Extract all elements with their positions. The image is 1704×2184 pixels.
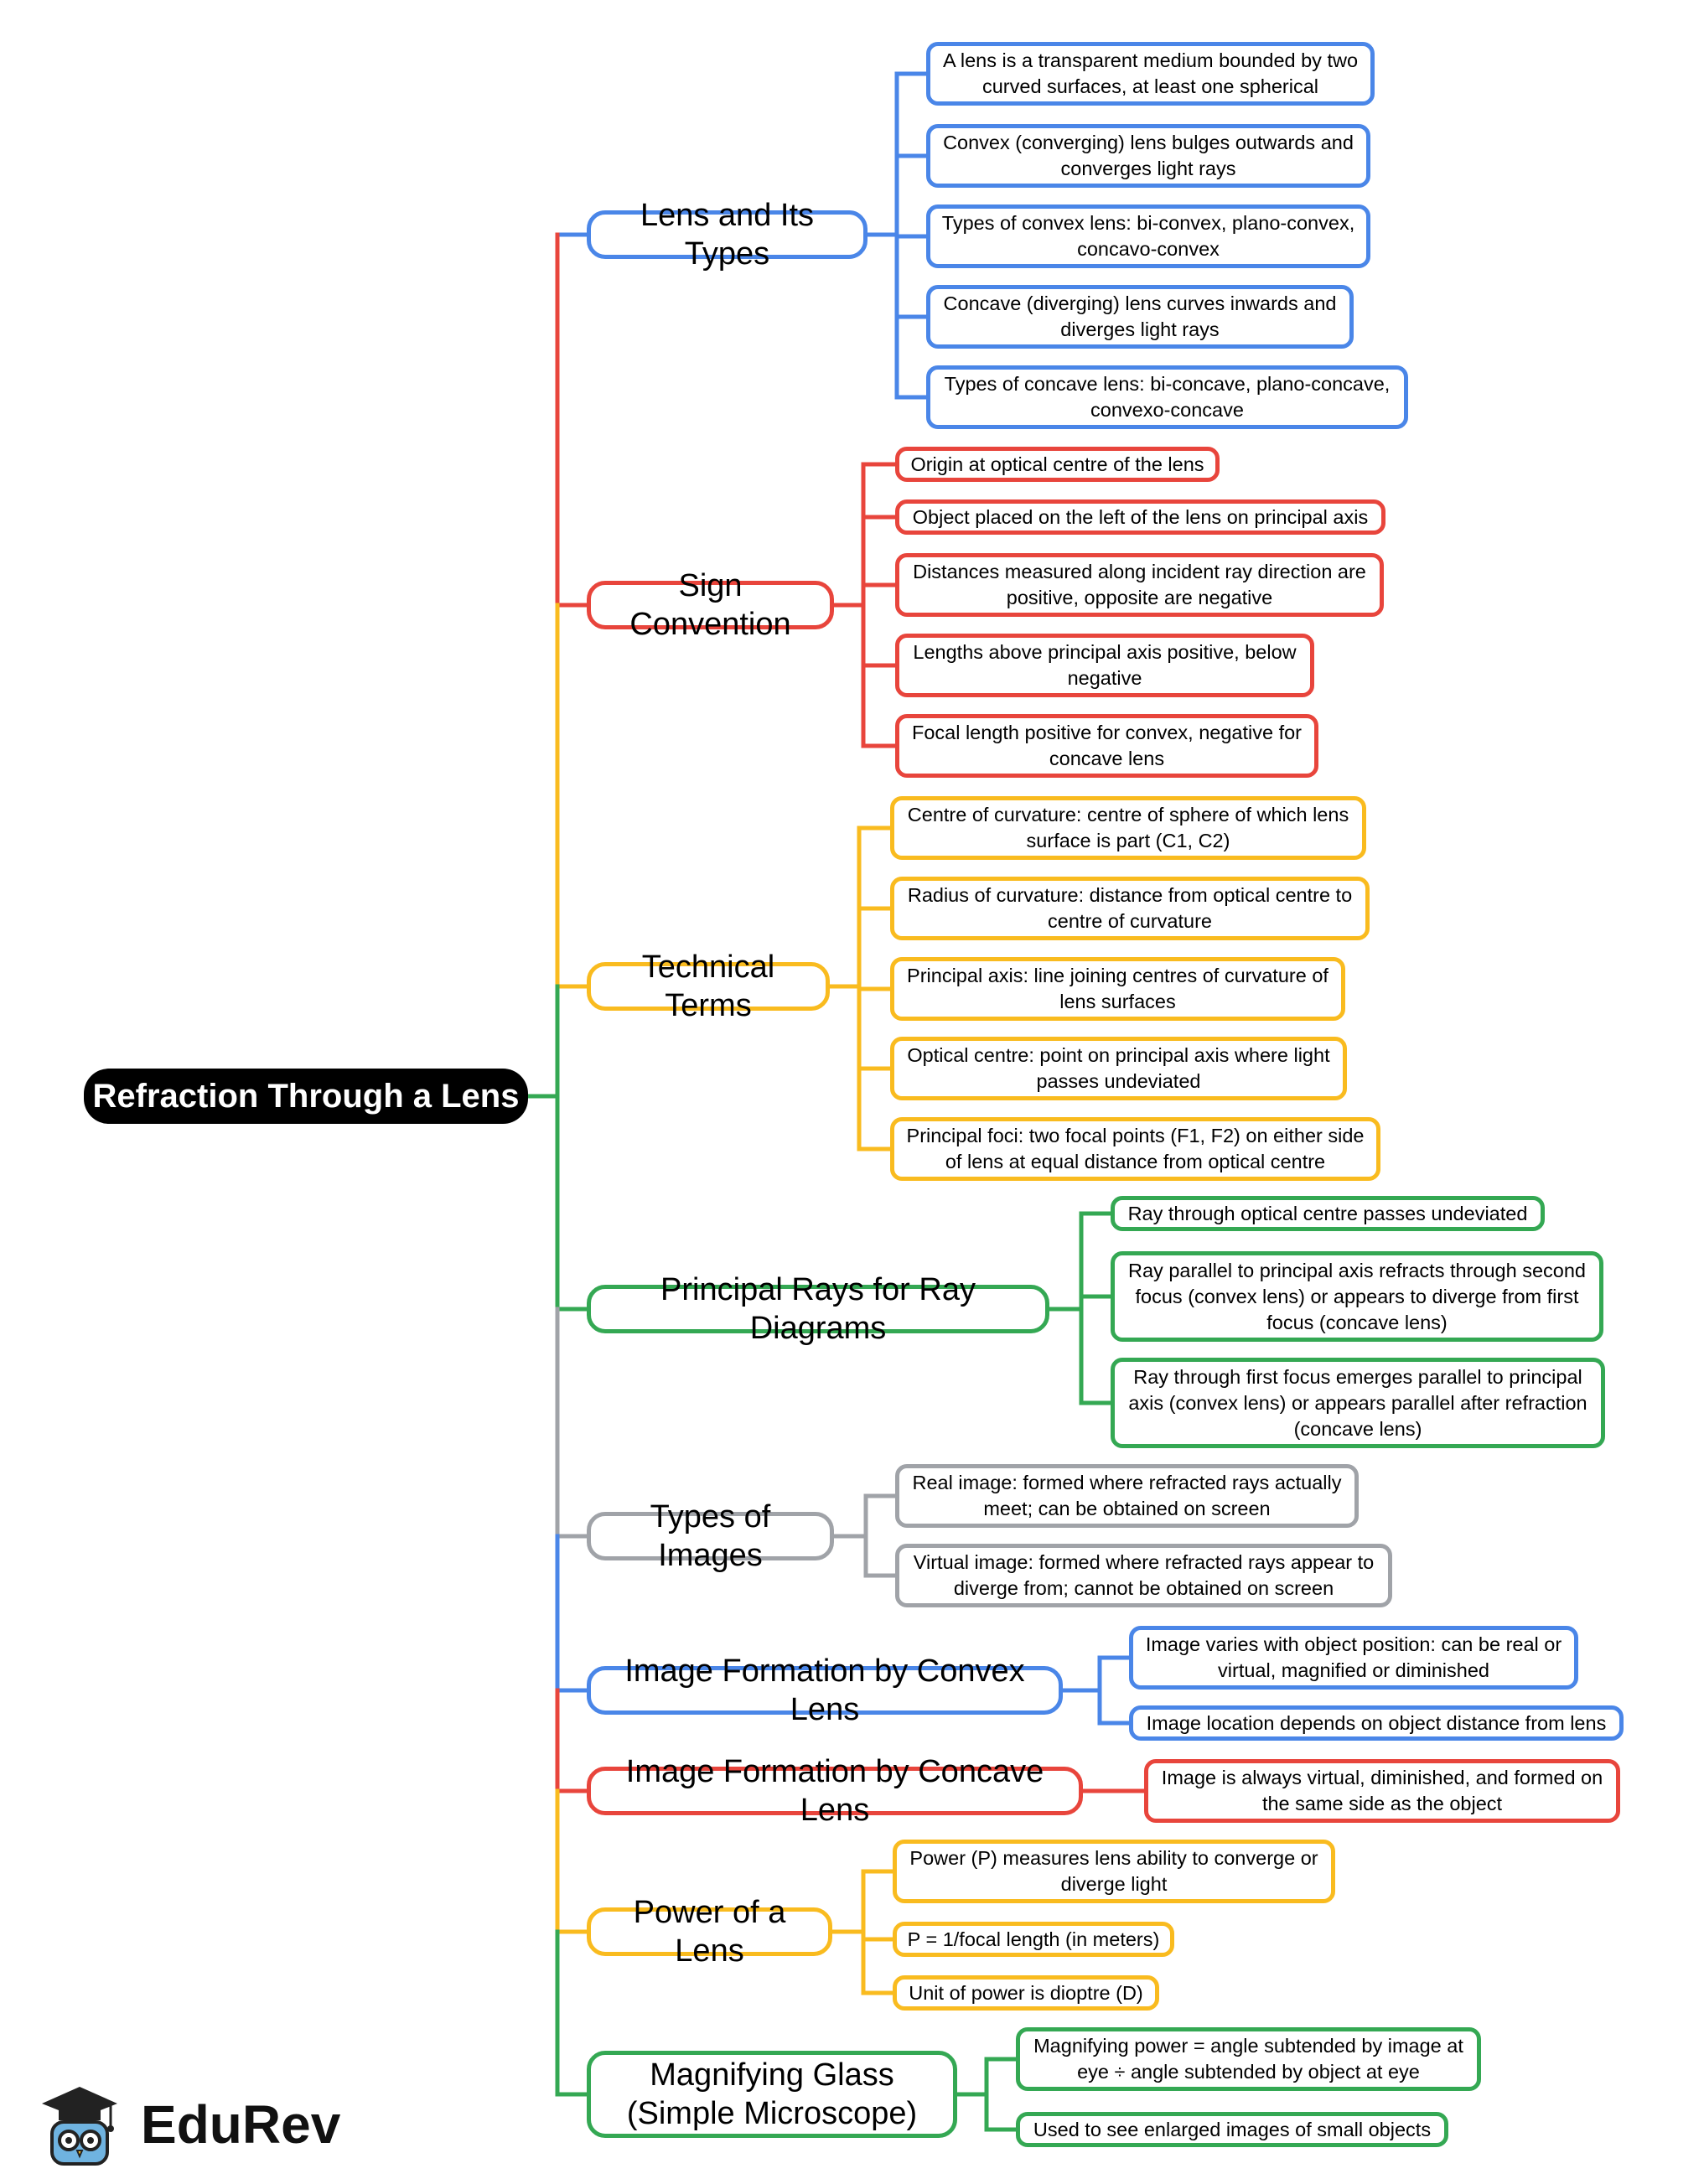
logo-text: EduRev [141,2094,341,2155]
leaf-magnify-0: Magnifying power = angle subtended by im… [1016,2027,1481,2091]
leaf-terms-3: Optical centre: point on principal axis … [890,1037,1347,1100]
leaf-terms-0: Centre of curvature: centre of sphere of… [890,796,1366,860]
branch-lens: Lens and Its Types [587,198,868,272]
leaf-concave-0: Image is always virtual, diminished, and… [1144,1759,1620,1823]
branch-terms: Technical Terms [587,950,830,1023]
leaf-magnify-1: Used to see enlarged images of small obj… [1016,2112,1448,2147]
leaf-sign-3: Lengths above principal axis positive, b… [895,634,1314,697]
branch-magnify: Magnifying Glass (Simple Microscope) [587,2051,957,2138]
leaf-terms-4: Principal foci: two focal points (F1, F2… [890,1117,1380,1181]
root-node: Refraction Through a Lens [84,1069,528,1124]
leaf-sign-4: Focal length positive for convex, negati… [895,714,1318,778]
leaf-rays-0: Ray through optical centre passes undevi… [1111,1196,1545,1231]
graduate-owl-icon [42,2087,117,2166]
leaf-rays-2: Ray through first focus emerges parallel… [1111,1358,1605,1448]
leaf-images-1: Virtual image: formed where refracted ra… [895,1544,1392,1607]
branch-concave: Image Formation by Concave Lens [587,1754,1083,1828]
leaf-sign-1: Object placed on the left of the lens on… [895,499,1385,535]
branch-power: Power of a Lens [587,1895,832,1969]
branch-convex: Image Formation by Convex Lens [587,1654,1063,1727]
leaf-lens-3: Concave (diverging) lens curves inwards … [926,285,1354,349]
leaf-power-0: Power (P) measures lens ability to conve… [893,1840,1335,1903]
edurev-logo: EduRev [34,2078,340,2171]
leaf-images-0: Real image: formed where refracted rays … [895,1464,1359,1528]
leaf-sign-0: Origin at optical centre of the lens [895,447,1220,482]
leaf-terms-1: Radius of curvature: distance from optic… [890,877,1370,940]
leaf-lens-4: Types of concave lens: bi-concave, plano… [926,365,1408,429]
branch-rays: Principal Rays for Ray Diagrams [587,1272,1049,1346]
leaf-power-1: P = 1/focal length (in meters) [893,1922,1174,1957]
leaf-lens-2: Types of convex lens: bi-convex, plano-c… [926,204,1370,268]
leaf-lens-1: Convex (converging) lens bulges outwards… [926,124,1370,188]
branch-sign: Sign Convention [587,568,834,642]
leaf-power-2: Unit of power is dioptre (D) [893,1975,1159,2011]
leaf-convex-1: Image location depends on object distanc… [1129,1705,1624,1741]
leaf-sign-2: Distances measured along incident ray di… [895,553,1384,617]
branch-images: Types of Images [587,1499,834,1573]
leaf-rays-1: Ray parallel to principal axis refracts … [1111,1251,1603,1342]
leaf-convex-0: Image varies with object position: can b… [1129,1626,1578,1690]
leaf-lens-0: A lens is a transparent medium bounded b… [926,42,1375,106]
leaf-terms-2: Principal axis: line joining centres of … [890,957,1345,1021]
